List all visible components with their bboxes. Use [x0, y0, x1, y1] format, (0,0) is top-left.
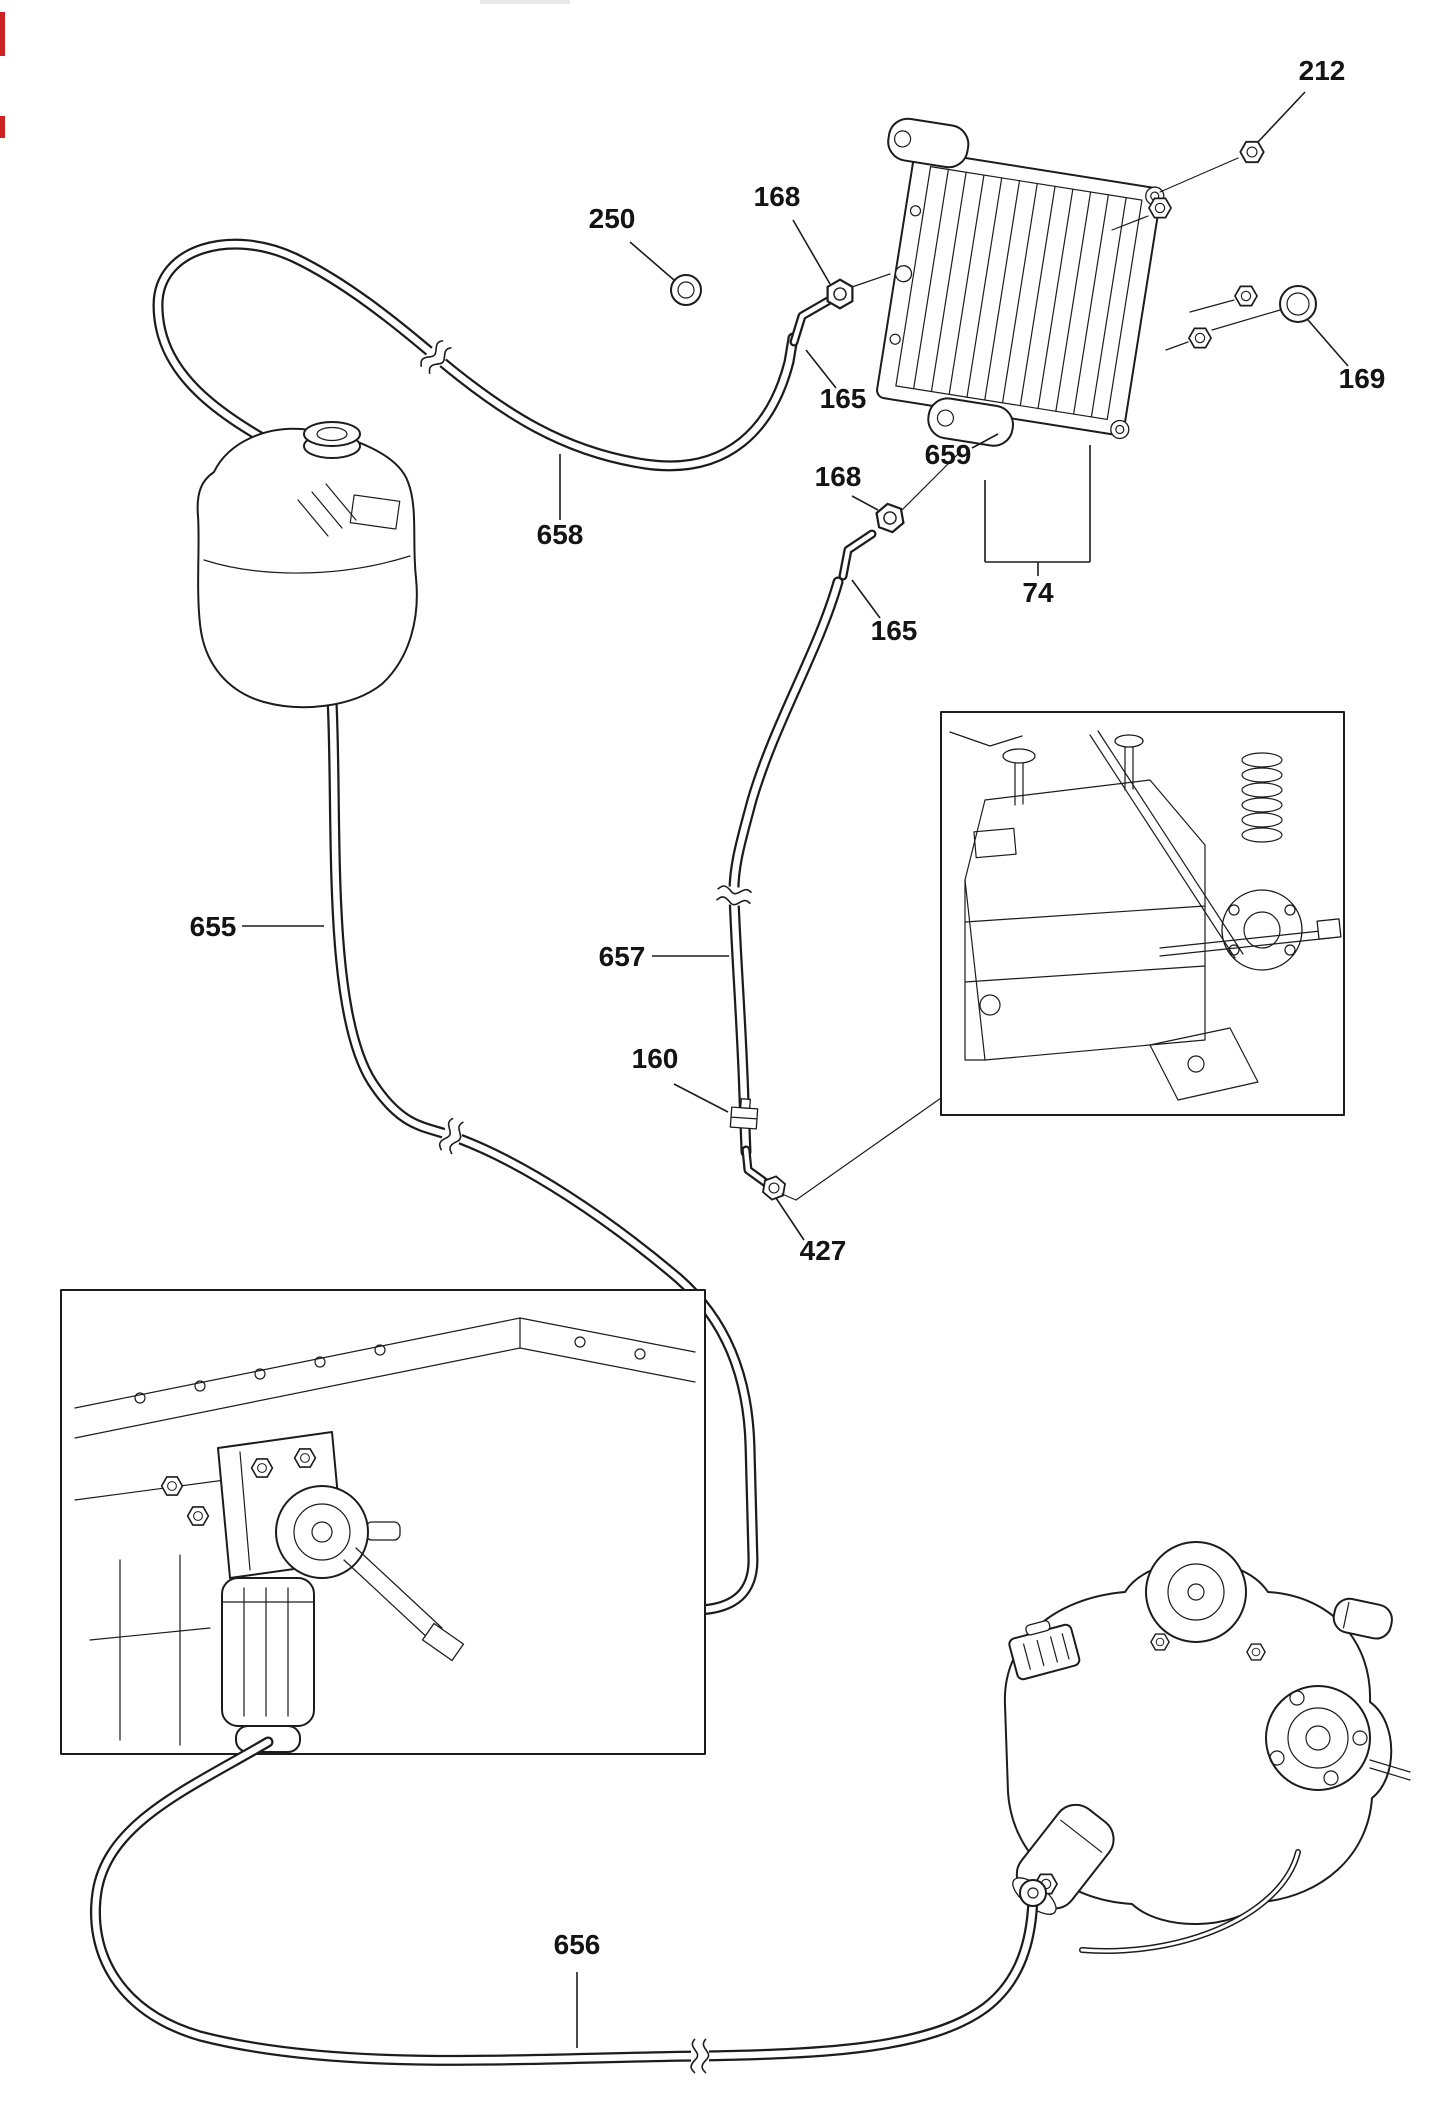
- hose-clamp-160: [729, 1098, 759, 1130]
- leader-168-lower: [851, 495, 879, 511]
- leader-659: [971, 433, 999, 449]
- hose-657: [715, 576, 844, 1158]
- corrugated-hose: [1241, 752, 1283, 843]
- callout-659: 659: [925, 439, 972, 470]
- cooler-hardware: [1111, 140, 1317, 351]
- hose-656: [90, 1736, 1039, 2074]
- fuel-line: [1159, 929, 1331, 957]
- pump-side-cylinder: [1332, 1597, 1393, 1640]
- union-nut-168-upper: [820, 273, 891, 314]
- fuel-cooler: [876, 117, 1165, 447]
- callout-656: 656: [554, 1929, 601, 1960]
- injection-pump: [1003, 1541, 1411, 1954]
- leader-lines: [242, 91, 1349, 2048]
- bolt-icon: [1188, 327, 1212, 349]
- leader-165-lower: [851, 579, 881, 619]
- leader-250: [629, 241, 675, 281]
- inset-fuel-filter: [60, 1289, 706, 1755]
- leader-427: [775, 1197, 805, 1241]
- callout-658: 658: [537, 519, 584, 550]
- elbow-fitting-165-upper: [789, 296, 833, 347]
- bolt-icon: [1234, 285, 1258, 307]
- leader-212: [1257, 91, 1306, 143]
- banjo-fitting: [1019, 1873, 1058, 1907]
- engine-mount-stems: [1002, 734, 1144, 806]
- dipstick-tube: [1089, 730, 1244, 959]
- pump-top-dome: [1145, 1541, 1247, 1643]
- callout-165-upper: 165: [820, 383, 867, 414]
- union-nut-168-lower: [871, 451, 961, 536]
- bolt-212-icon: [1239, 140, 1265, 164]
- elbow-fitting-165-lower: [838, 529, 877, 581]
- assembly-bracket-74: [984, 445, 1091, 576]
- leader-168-upper: [792, 219, 831, 285]
- callout-427: 427: [800, 1235, 847, 1266]
- callout-labels: 212 250 168 165 658 168 659 74 165 169 6…: [190, 55, 1386, 1960]
- callout-169: 169: [1339, 363, 1386, 394]
- elbow-connector-427: [741, 1145, 797, 1205]
- leader-165-upper: [805, 349, 837, 389]
- callout-168-upper: 168: [754, 181, 801, 212]
- fuel-filter: [221, 1485, 465, 1753]
- callout-74: 74: [1022, 577, 1054, 608]
- scan-artifact-marks: [0, 0, 570, 138]
- reference-line-to-engine-inset: [795, 1097, 942, 1201]
- inset-pump-detail: [1221, 889, 1303, 971]
- leader-160: [673, 1083, 729, 1113]
- plug-169: [1279, 285, 1317, 323]
- hose-break-icon: [715, 884, 753, 908]
- inset-engine-detail: [940, 711, 1345, 1116]
- fuel-tank: [196, 421, 418, 709]
- primer-pump: [275, 1485, 369, 1579]
- tank-cap: [303, 421, 361, 447]
- cooler-outlet-cylinder: [927, 397, 1014, 447]
- pump-flange: [1265, 1685, 1371, 1791]
- electrical-connector: [1008, 1620, 1081, 1681]
- callout-160: 160: [632, 1043, 679, 1074]
- callout-212: 212: [1299, 55, 1346, 86]
- callout-657: 657: [599, 941, 646, 972]
- hose-break-icon: [690, 2038, 710, 2074]
- leader-169: [1307, 319, 1349, 367]
- cooler-inlet-cylinder: [887, 117, 970, 169]
- bolt-icon: [1148, 197, 1172, 219]
- callout-655: 655: [190, 911, 237, 942]
- hose-658: [152, 238, 799, 476]
- callout-168-lower: 168: [815, 461, 862, 492]
- callout-250: 250: [589, 203, 636, 234]
- cap-nut-250: [670, 274, 702, 306]
- filter-body: [221, 1577, 315, 1727]
- callout-165-lower: 165: [871, 615, 918, 646]
- hose-655: [326, 694, 759, 1616]
